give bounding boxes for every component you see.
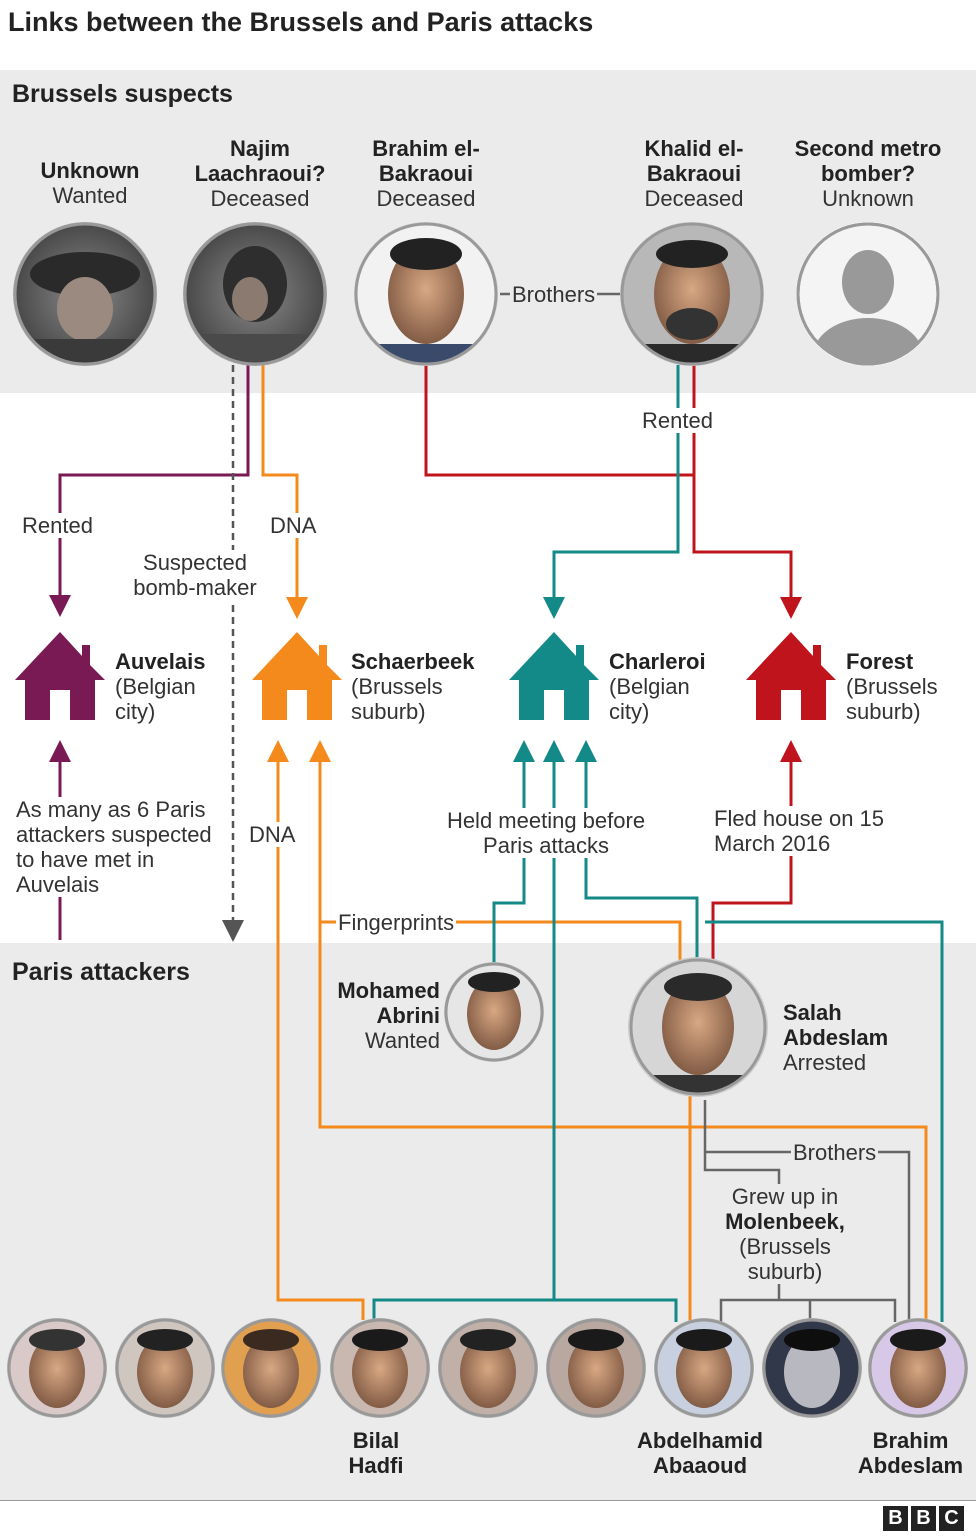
portrait-unknown (13, 222, 157, 366)
logo-letter: B (883, 1506, 908, 1531)
portrait-brahim-el-bakraoui (354, 222, 498, 366)
suspect-status: Wanted (52, 183, 128, 208)
arrow-dna-bottom (267, 740, 289, 762)
salah-label: Salah Abdeslam Arrested (783, 1000, 933, 1075)
brothers-top-label: Brothers (510, 282, 598, 307)
house-charleroi-icon (509, 632, 599, 720)
place-name: Auvelais (115, 649, 206, 674)
place-desc: (Brussels suburb) (351, 674, 443, 724)
paris-attacker-portrait (546, 1318, 646, 1418)
portrait-salah-abdeslam (628, 957, 768, 1097)
place-desc: (Belgian city) (609, 674, 690, 724)
place-desc: (Belgian city) (115, 674, 196, 724)
suspect-status: Deceased (210, 186, 310, 211)
arrow-fled (780, 740, 802, 762)
arrow-to-forest (780, 597, 802, 619)
portrait-najim (183, 222, 327, 366)
place-auvelais-label: Auvelais (Belgian city) (115, 649, 240, 724)
paris-attackers-row (7, 1318, 968, 1418)
suspect-najim-label: Najim Laachraoui? Deceased (175, 136, 345, 211)
abrini-label: Mohamed Abrini Wanted (300, 978, 440, 1053)
house-auvelais-icon (15, 632, 105, 720)
place-forest-label: Forest (Brussels suburb) (846, 649, 971, 724)
bomb-maker-label: Suspected bomb-maker (120, 550, 270, 600)
fingerprints-label: Fingerprints (336, 910, 457, 935)
arrow-bomb-maker (222, 920, 244, 942)
met-auvelais-label: As many as 6 Paris attackers suspected t… (14, 797, 220, 897)
paris-attacker-portrait (7, 1318, 107, 1418)
section-paris: Paris attackers (12, 958, 190, 986)
suspect-khalid-label: Khalid el-Bakraoui Deceased (614, 136, 774, 211)
paris-attacker-portrait (654, 1318, 754, 1418)
suspect-status: Deceased (376, 186, 476, 211)
molenbeek-text: Molenbeek, (725, 1209, 845, 1234)
place-desc: (Brussels suburb) (846, 674, 938, 724)
house-forest-icon (746, 632, 836, 720)
place-name: Schaerbeek (351, 649, 475, 674)
molenbeek-desc: (Brussels suburb) (739, 1234, 831, 1284)
arrow-to-auvelais (49, 595, 71, 617)
paris-attacker-portrait (115, 1318, 215, 1418)
molenbeek-label: Grew up in Molenbeek, (Brussels suburb) (700, 1184, 870, 1284)
suspect-name: Khalid el-Bakraoui (644, 136, 744, 186)
suspect-name: Second metro bomber? (794, 136, 942, 186)
grew-up-text: Grew up in (731, 1184, 839, 1209)
paris-attacker-portrait (221, 1318, 321, 1418)
arrow-from-paris-auvelais (49, 740, 71, 762)
label-brahim-abdeslam: Brahim Abdeslam (857, 1428, 964, 1478)
suspect-unknown-label: Unknown Wanted (15, 158, 165, 208)
brothers-bottom-label: Brothers (791, 1140, 879, 1165)
arrow-meeting-2 (543, 740, 565, 762)
person-status: Arrested (783, 1050, 867, 1075)
place-name: Forest (846, 649, 914, 674)
fled-house-label: Fled house on 15 March 2016 (712, 806, 888, 856)
section-brussels: Brussels suspects (12, 80, 233, 108)
suspect-name: Brahim el-Bakraoui (372, 136, 480, 186)
paris-attacker-portrait (868, 1318, 968, 1418)
suspect-name: Najim Laachraoui? (194, 136, 326, 186)
place-charleroi-label: Charleroi (Belgian city) (609, 649, 739, 724)
place-name: Charleroi (609, 649, 706, 674)
arrow-meeting-1 (513, 740, 535, 762)
portrait-second-metro-bomber (796, 222, 940, 366)
bbc-logo: B B C (883, 1506, 964, 1531)
label-bilal-hadfi: Bilal Hadfi (348, 1428, 404, 1478)
suspect-name: Unknown (40, 158, 140, 183)
portrait-khalid-el-bakraoui (620, 222, 764, 366)
logo-letter: B (911, 1506, 936, 1531)
paris-attacker-portrait (330, 1318, 430, 1418)
dna-bottom-label: DNA (247, 822, 298, 847)
arrow-fingerprints (309, 740, 331, 762)
arrow-meeting-3 (575, 740, 597, 762)
arrow-to-schaerbeek (286, 597, 308, 619)
rented-auvelais-label: Rented (20, 513, 95, 538)
page-title: Links between the Brussels and Paris att… (8, 7, 594, 37)
place-schaerbeek-label: Schaerbeek (Brussels suburb) (351, 649, 501, 724)
suspect-status: Unknown (822, 186, 914, 211)
held-meeting-label: Held meeting before Paris attacks (432, 808, 660, 858)
portrait-mohamed-abrini (444, 962, 544, 1062)
suspect-status: Deceased (644, 186, 744, 211)
paris-attacker-portrait (438, 1318, 538, 1418)
label-abdelhamid-abaaoud: Abdelhamid Abaaoud (637, 1428, 763, 1478)
house-schaerbeek-icon (252, 632, 342, 720)
person-name: Salah Abdeslam (783, 1000, 889, 1050)
logo-letter: C (939, 1506, 964, 1531)
paris-attacker-portrait (762, 1318, 862, 1418)
suspect-second-metro-label: Second metro bomber? Unknown (778, 136, 958, 211)
arrow-to-charleroi (543, 597, 565, 619)
suspect-brahim-label: Brahim el-Bakraoui Deceased (346, 136, 506, 211)
rented-khalid-label: Rented (640, 408, 715, 433)
person-status: Wanted (364, 1028, 440, 1053)
person-name: Mohamed Abrini (337, 978, 440, 1028)
dna-top-label: DNA (268, 513, 319, 538)
footer-divider (0, 1500, 976, 1501)
